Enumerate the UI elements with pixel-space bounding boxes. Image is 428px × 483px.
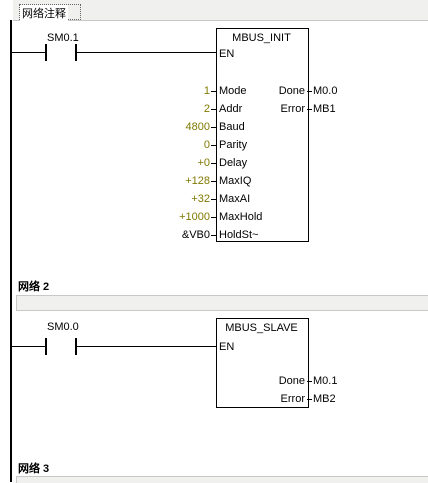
pin-stub	[211, 181, 216, 182]
en-pin: EN	[219, 341, 235, 353]
contact-right-bar[interactable]	[75, 44, 77, 61]
pin-stub	[307, 381, 312, 382]
pin-stub	[211, 91, 216, 92]
network-1-comment-bar[interactable]	[13, 0, 428, 21]
mode-pin: Mode	[219, 85, 247, 97]
done-pin: Done	[278, 85, 305, 97]
contact-left-bar[interactable]	[45, 44, 47, 61]
error-pin: Error	[280, 393, 305, 405]
pin-stub	[307, 399, 312, 400]
delay-pin: Delay	[219, 157, 248, 169]
block-title: MBUS_INIT	[232, 32, 291, 44]
pin-stub	[211, 217, 216, 218]
pin-stub	[211, 109, 216, 110]
rung-wire	[12, 346, 45, 347]
block-title: MBUS_SLAVE	[225, 322, 298, 334]
mbus-init-block[interactable]	[216, 28, 309, 242]
done-value[interactable]: M0.0	[313, 85, 338, 97]
maxai-pin: MaxAI	[219, 193, 251, 205]
baud-pin: Baud	[219, 121, 245, 133]
contact-left-bar[interactable]	[45, 338, 47, 355]
network-3-comment-bar[interactable]	[16, 476, 428, 483]
network-2-comment-bar[interactable]	[16, 295, 428, 311]
rung-wire	[77, 346, 217, 347]
network-2-title[interactable]: 网络 2	[18, 281, 50, 293]
parity-value[interactable]: 0	[203, 139, 210, 151]
holdstart-value[interactable]: &VB0	[181, 229, 210, 241]
pin-stub	[211, 199, 216, 200]
pin-stub	[211, 145, 216, 146]
done-value[interactable]: M0.1	[313, 375, 338, 387]
maxiq-pin: MaxIQ	[219, 175, 252, 187]
power-rail	[10, 20, 12, 482]
holdstart-pin: HoldSt~	[219, 229, 259, 241]
network-1-comment[interactable]: 网络注释	[20, 5, 68, 21]
pin-stub	[307, 109, 312, 110]
addr-pin: Addr	[219, 103, 243, 115]
mode-value[interactable]: 1	[203, 85, 210, 97]
pin-stub	[211, 127, 216, 128]
en-pin: EN	[219, 48, 235, 60]
mbus-slave-block[interactable]	[216, 318, 309, 408]
maxhold-value[interactable]: +1000	[179, 211, 210, 223]
maxiq-value[interactable]: +128	[185, 175, 210, 187]
error-value[interactable]: MB1	[313, 103, 336, 115]
contact-right-bar[interactable]	[75, 338, 77, 355]
network-3-title[interactable]: 网络 3	[18, 463, 50, 475]
pin-stub	[211, 163, 216, 164]
contact-address[interactable]: SM0.1	[47, 32, 79, 44]
rung-wire	[77, 52, 217, 53]
addr-value[interactable]: 2	[203, 103, 210, 115]
pin-stub	[211, 235, 216, 236]
rung-wire	[12, 52, 45, 53]
delay-value[interactable]: +0	[197, 157, 210, 169]
done-pin: Done	[278, 375, 305, 387]
maxai-value[interactable]: +32	[191, 193, 210, 205]
pin-stub	[307, 91, 312, 92]
maxhold-pin: MaxHold	[219, 211, 263, 223]
error-value[interactable]: MB2	[313, 393, 336, 405]
parity-pin: Parity	[219, 139, 248, 151]
baud-value[interactable]: 4800	[185, 121, 210, 133]
contact-address[interactable]: SM0.0	[47, 321, 79, 333]
error-pin: Error	[280, 103, 305, 115]
